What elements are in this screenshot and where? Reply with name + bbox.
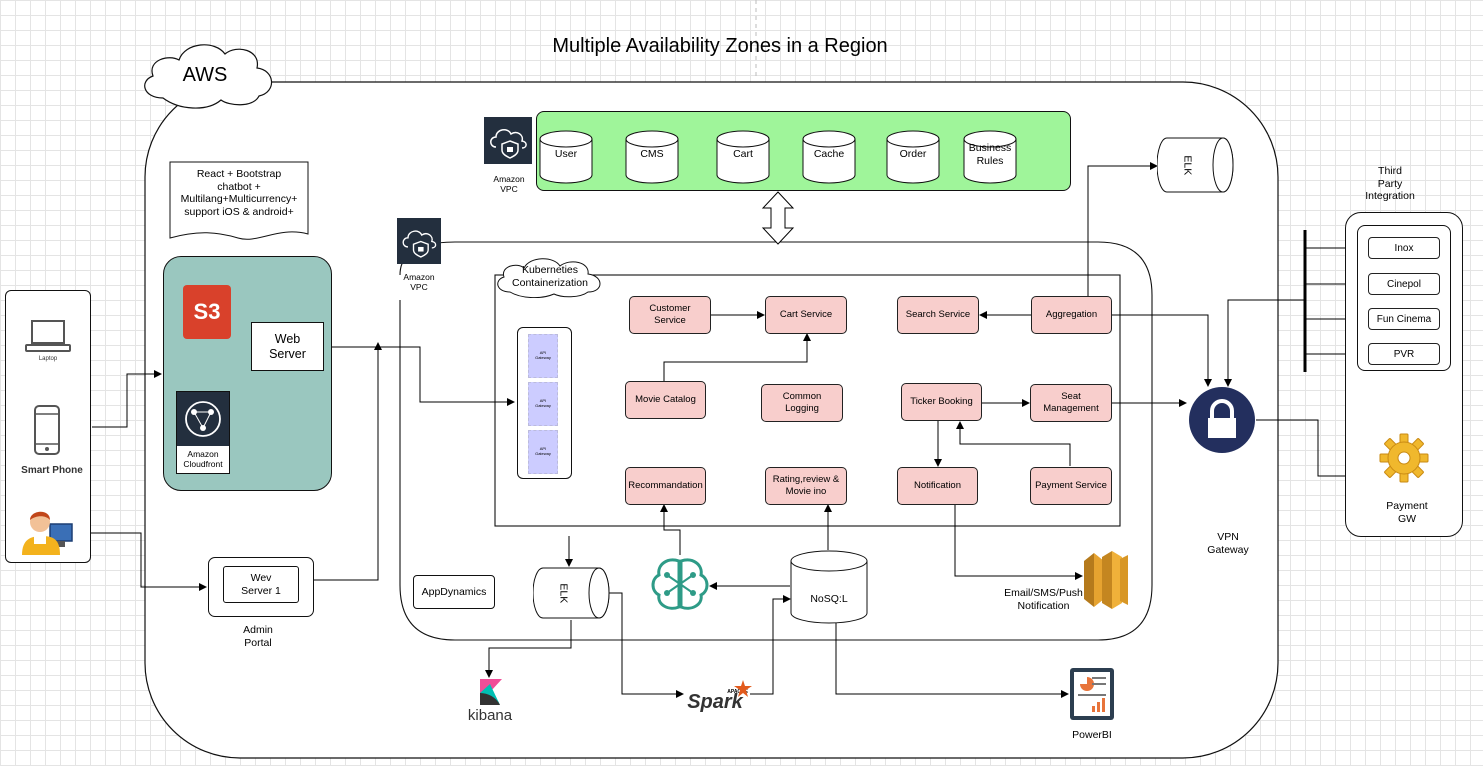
database-cylinder-icon [716, 130, 770, 184]
database-label: User [554, 148, 578, 160]
database-label: Cache [813, 148, 845, 160]
ticket-booking-service: Ticker Booking [901, 383, 982, 421]
sns-icon [1084, 551, 1128, 609]
database-cylinder-icon [625, 130, 679, 184]
laptop-label: Laptop [38, 356, 58, 362]
payment-gateway-gear-icon [1379, 433, 1429, 483]
common-logging-service: Common Logging [761, 384, 843, 422]
cloudfront-label: Amazon Cloudfront [183, 449, 223, 470]
vpn-gateway-label: VPN Gateway [1207, 531, 1249, 556]
database-cache: Cache [802, 130, 856, 184]
api-gateway-1: API Gateway [528, 334, 558, 378]
partner-inox: Inox [1368, 237, 1440, 259]
api-gateway-3-label: API Gateway [535, 446, 551, 456]
machine-learning-icon [651, 558, 709, 610]
frontend-note-shape [169, 161, 309, 240]
laptop-icon [25, 320, 71, 352]
movie-catalog-service: Movie Catalog [625, 381, 706, 419]
api-gateway-2: API Gateway [528, 382, 558, 426]
payment-gateway-label: Payment GW [1386, 500, 1428, 525]
api-gateway-3: API Gateway [528, 430, 558, 474]
partner-pvr: PVR [1368, 343, 1440, 365]
database-cylinder-icon [539, 130, 593, 184]
spark-star-icon [734, 680, 752, 697]
powerbi-icon [1070, 668, 1114, 720]
nosql-cylinder [790, 550, 868, 624]
partner-cinepol: Cinepol [1368, 273, 1440, 295]
database-cylinder-icon [963, 130, 1017, 184]
database-user: User [539, 130, 593, 184]
spark-apache-label: APACHE [727, 689, 748, 695]
nosql-label: NoSQ:L [810, 593, 848, 605]
s3-icon: S3 [183, 285, 231, 339]
sync-arrow [761, 191, 795, 245]
admin-user-icon [22, 511, 73, 555]
admin-server-box: Wev Server 1 [223, 566, 299, 603]
spark-label: Spark [687, 691, 743, 713]
rating-review-service: Rating,review & Movie ino [765, 467, 847, 505]
kubernetes-cloud-icon [497, 258, 601, 298]
database-label: CMS [640, 148, 664, 160]
smartphone-label: Smart Phone [21, 465, 83, 476]
payment-service: Payment Service [1030, 467, 1112, 505]
kibana-icon [480, 679, 502, 705]
database-cylinder-icon [886, 130, 940, 184]
seat-management-service: Seat Management [1030, 384, 1112, 422]
notification-service: Notification [897, 467, 978, 505]
recommendation-service: Recommandation [625, 467, 706, 505]
api-gateway-1-label: API Gateway [535, 350, 551, 360]
diagram-title: Multiple Availability Zones in a Region [552, 35, 888, 57]
elk-top-cylinder [1157, 137, 1234, 193]
web-server-box: Web Server [251, 322, 324, 371]
kubernetes-container [494, 274, 1121, 527]
s3-label: S3 [193, 299, 221, 324]
admin-server-label: Wev Server 1 [241, 571, 281, 597]
cart-service: Cart Service [765, 296, 847, 334]
elk-top-label: ELK [1181, 155, 1194, 176]
partner-fun-cinema: Fun Cinema [1368, 308, 1440, 330]
smartphone-icon [34, 405, 60, 455]
database-cart: Cart [716, 130, 770, 184]
kibana-label: kibana [467, 707, 513, 724]
database-label: Order [899, 148, 927, 160]
appdynamics-label: AppDynamics [421, 586, 487, 598]
vpc-top-icon [484, 117, 532, 164]
database-business-rules: Business Rules [963, 130, 1017, 184]
aws-cloud-icon [144, 44, 273, 109]
database-label: Business Rules [968, 142, 1012, 167]
api-gateway-2-label: API Gateway [535, 398, 551, 408]
customer-service: Customer Service [629, 296, 711, 334]
email-notification-label: Email/SMS/Push Notification [1004, 587, 1083, 612]
cloudfront-icon [177, 392, 229, 446]
database-order: Order [886, 130, 940, 184]
aws-label: AWS [182, 64, 228, 86]
database-label: Cart [733, 148, 753, 160]
third-party-title: Third Party Integration [1365, 165, 1415, 203]
database-cms: CMS [625, 130, 679, 184]
database-cylinder-icon [802, 130, 856, 184]
elk-inner-cylinder [533, 567, 610, 619]
kubernetes-label: Kuberneties Containerization [512, 264, 588, 289]
powerbi-label: PowerBI [1072, 729, 1112, 741]
appdynamics-box: AppDynamics [413, 575, 495, 609]
admin-portal-label: Admin Portal [243, 624, 273, 649]
vpc-main-icon [397, 218, 441, 264]
elk-inner-label: ELK [557, 583, 570, 604]
vpc-top-label: Amazon VPC [493, 174, 525, 195]
web-server-label: Web Server [269, 331, 306, 361]
vpn-gateway-icon [1189, 387, 1255, 453]
frontend-note: React + Bootstrap chatbot + Multilang+Mu… [180, 168, 298, 218]
search-service: Search Service [897, 296, 979, 334]
vpc-main-label: Amazon VPC [403, 272, 435, 293]
aggregation-service: Aggregation [1031, 296, 1112, 334]
